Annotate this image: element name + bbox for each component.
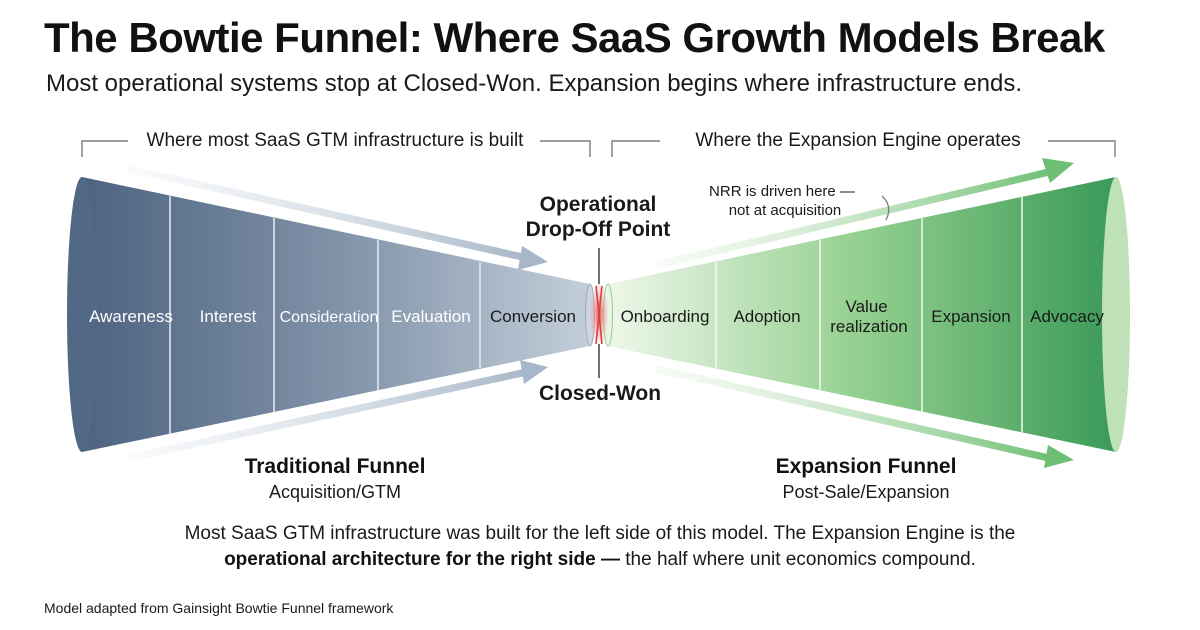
left-stage-labels: Awareness Interest Consideration Evaluat…: [89, 307, 576, 326]
stage-expansion: Expansion: [931, 307, 1010, 326]
left-top-flow-arrow: [126, 165, 548, 270]
stage-adoption: Adoption: [733, 307, 800, 326]
expansion-funnel-subtitle: Post-Sale/Expansion: [782, 482, 949, 502]
nrr-note-line1: NRR is driven here —: [709, 183, 855, 200]
traditional-funnel-shape: [67, 177, 595, 452]
right-stage-labels: Onboarding Adoption Value realization Ex…: [621, 297, 1105, 336]
drop-off-title-line1: Operational: [540, 193, 657, 216]
summary-text: Most SaaS GTM infrastructure was built f…: [120, 521, 1080, 573]
stage-awareness: Awareness: [89, 307, 173, 326]
stage-interest: Interest: [200, 307, 257, 326]
expansion-funnel-title: Expansion Funnel: [776, 455, 957, 478]
stage-evaluation: Evaluation: [391, 307, 470, 326]
page-title: The Bowtie Funnel: Where SaaS Growth Mod…: [44, 14, 1105, 61]
nrr-note: NRR is driven here — not at acquisition: [709, 183, 890, 221]
right-bracket-label: Where the Expansion Engine operates: [695, 130, 1020, 151]
closed-won-label: Closed-Won: [539, 382, 661, 405]
traditional-funnel-title: Traditional Funnel: [245, 455, 426, 478]
stage-value-realization: Value realization: [830, 297, 908, 336]
left-bottom-flow-arrow: [126, 360, 548, 462]
right-top-flow-arrow: [654, 158, 1074, 269]
drop-off-marker: [590, 248, 608, 378]
expansion-funnel-shape: [603, 177, 1130, 452]
stage-value-realization-line2: realization: [830, 317, 908, 336]
stage-consideration: Consideration: [280, 309, 379, 326]
summary-line1: Most SaaS GTM infrastructure was built f…: [184, 523, 1016, 544]
traditional-funnel-subtitle: Acquisition/GTM: [269, 482, 401, 502]
nrr-note-line2: not at acquisition: [729, 202, 842, 219]
left-bracket: Where most SaaS GTM infrastructure is bu…: [81, 130, 591, 157]
summary-rest: the half where unit economics compound.: [619, 549, 976, 570]
stage-conversion: Conversion: [490, 307, 576, 326]
stage-value-realization-line1: Value: [846, 297, 888, 316]
right-bracket: Where the Expansion Engine operates: [611, 130, 1116, 157]
left-bracket-label: Where most SaaS GTM infrastructure is bu…: [147, 130, 525, 151]
summary-bold: operational architecture for the right s…: [224, 549, 620, 570]
stage-onboarding: Onboarding: [621, 307, 710, 326]
footnote: Model adapted from Gainsight Bowtie Funn…: [44, 600, 394, 616]
right-bottom-flow-arrow: [654, 365, 1074, 468]
page-subtitle: Most operational systems stop at Closed-…: [46, 70, 1023, 97]
drop-off-title-line2: Drop-Off Point: [526, 218, 671, 241]
stage-advocacy: Advocacy: [1030, 307, 1104, 326]
